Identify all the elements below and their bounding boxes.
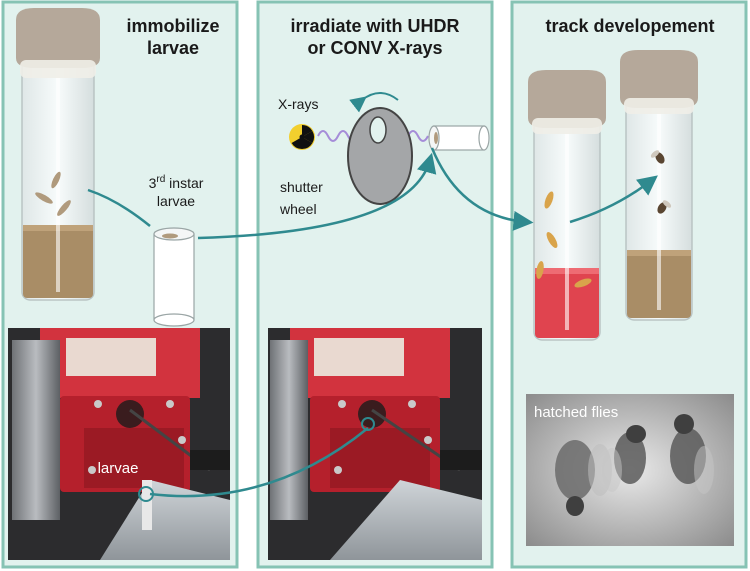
arrow-source-to-vial [430,147,534,231]
photo-target-right [361,417,375,431]
arrow-tube-to-source [197,152,437,240]
photo-hatched-flies: hatched flies [526,394,734,546]
fly-photo-2 [602,425,646,492]
panel-1-title-line-2: larvae [147,38,199,58]
shutter-label-line-2: wheel [279,201,317,217]
photo-larvae-mount: larvae [8,328,230,560]
fly-photo-3 [670,414,714,494]
radiation-icon [289,124,315,150]
photo-target-left [138,486,154,502]
larvae-vial [16,8,100,301]
sample-tube-horizontal [428,125,490,151]
instar-label-line-2: larvae [157,193,195,209]
shutter-label-line-1: shutter [280,179,323,195]
larvae-tube [153,227,195,327]
instar-label-line-1: 3rd instar [149,174,204,191]
panel-1-title-line-1: immobilize [126,16,219,36]
panel-2-title-line-1: irradiate with UHDR [290,16,459,36]
hatched-flies-label: hatched flies [534,404,618,421]
larvae-photo-label: larvae [98,460,139,477]
fly-2 [657,200,672,214]
shutter-wheel-icon [347,92,413,205]
panel-2-title-line-2: or CONV X-rays [307,38,442,58]
xrays-label: X-rays [278,96,318,112]
arrow-vial-to-tube [87,188,151,227]
panel-3-title: track developement [545,16,714,36]
arrow-vial-to-vial [569,175,658,224]
xrays-label-group: X-rays [278,96,318,112]
photo-irradiation-mount [268,328,482,560]
arrow-photo-to-photo [149,427,369,498]
fly-1 [650,150,665,164]
vial-hatched [620,50,698,321]
vial-red-food [528,70,606,341]
